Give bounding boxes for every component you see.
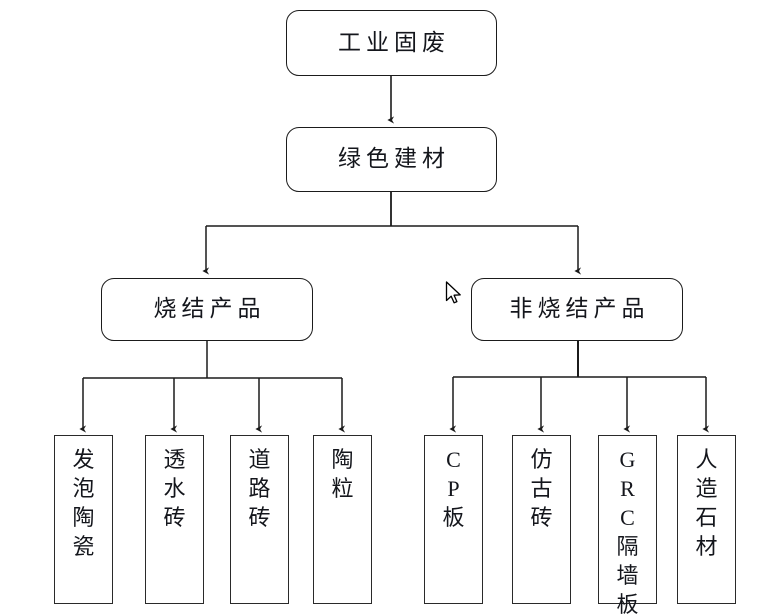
leaf-node-foamed-ceramic[interactable]: 发泡陶瓷 [54, 435, 113, 604]
leaf-label-glyph: 板 [616, 592, 639, 616]
node-label: 绿色建材 [338, 146, 450, 172]
leaf-label-glyph: 材 [695, 534, 718, 560]
leaf-label-glyph: 砖 [163, 505, 186, 531]
node-label: 烧结产品 [153, 296, 266, 322]
leaf-label-glyph: 粒 [331, 476, 354, 502]
leaf-label-glyph: 砖 [248, 505, 271, 531]
leaf-label-glyph: 砖 [530, 505, 553, 531]
node-label: 非烧结产品 [509, 296, 650, 322]
leaf-label-glyph: 泡 [72, 476, 95, 502]
leaf-label-glyph: 路 [248, 476, 271, 502]
node-green-building-materials[interactable]: 绿色建材 [286, 127, 497, 192]
leaf-label-glyph: 板 [442, 505, 465, 531]
leaf-label-glyph: 水 [163, 476, 186, 502]
leaf-label-glyph: 仿 [530, 447, 553, 472]
leaf-label: 透水砖 [146, 436, 203, 532]
leaf-label-glyph: 造 [695, 476, 718, 502]
leaf-label-glyph: C [620, 505, 635, 531]
leaf-node-artificial-stone[interactable]: 人造石材 [677, 435, 736, 604]
leaf-node-antique-brick[interactable]: 仿古砖 [512, 435, 571, 604]
leaf-node-road-brick[interactable]: 道路砖 [230, 435, 289, 604]
leaf-label-glyph: 陶 [72, 505, 95, 531]
leaf-label-glyph: 隔 [616, 534, 639, 560]
node-label: 工业固废 [338, 29, 450, 55]
node-non-sintered-products[interactable]: 非烧结产品 [471, 278, 683, 341]
leaf-label-glyph: 墙 [616, 563, 639, 589]
leaf-label: 道路砖 [231, 436, 288, 532]
leaf-label-glyph: P [447, 476, 460, 502]
node-sintered-products[interactable]: 烧结产品 [101, 278, 313, 341]
leaf-label-glyph: R [620, 476, 635, 502]
leaf-node-permeable-brick[interactable]: 透水砖 [145, 435, 204, 604]
leaf-label-glyph: C [446, 447, 461, 472]
mouse-cursor-icon [445, 281, 461, 304]
leaf-label-glyph: 透 [163, 447, 186, 472]
leaf-label-glyph: 发 [72, 447, 95, 472]
node-industrial-solid-waste[interactable]: 工业固废 [286, 10, 497, 76]
leaf-label: 人造石材 [678, 436, 735, 561]
leaf-label-glyph: 石 [695, 505, 718, 531]
leaf-label-glyph: 道 [248, 447, 271, 472]
leaf-label-glyph: 古 [530, 476, 553, 502]
leaf-label-glyph: G [619, 447, 636, 472]
leaf-label-glyph: 陶 [331, 447, 354, 472]
leaf-label: 陶粒 [314, 436, 371, 503]
leaf-label: 仿古砖 [513, 436, 570, 532]
leaf-node-ceramsite[interactable]: 陶粒 [313, 435, 372, 604]
leaf-label: 发泡陶瓷 [55, 436, 112, 561]
leaf-label-glyph: 瓷 [72, 534, 95, 560]
leaf-label-glyph: 人 [695, 447, 718, 472]
